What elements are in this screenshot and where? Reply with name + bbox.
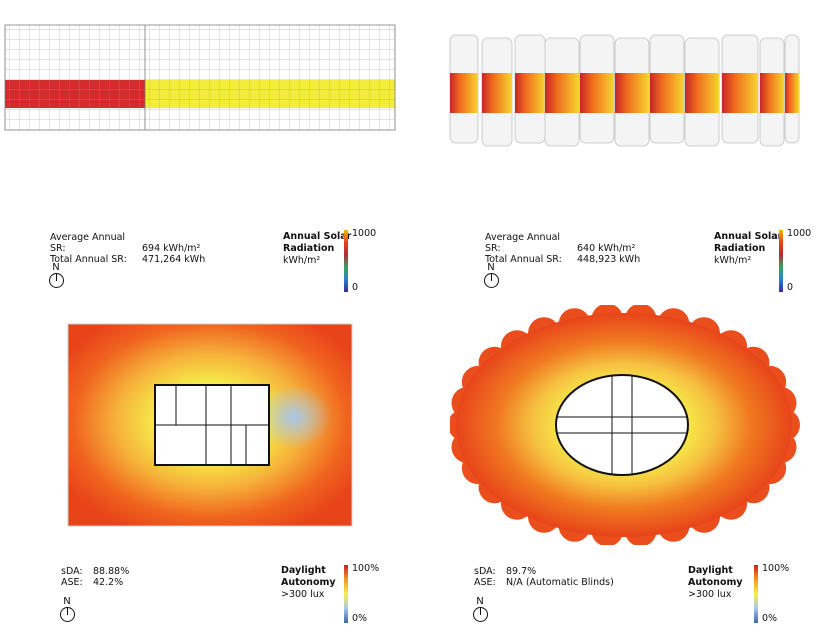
color-scale-bar [779,230,783,292]
legend-title-line: Annual Solar [283,231,352,242]
scale-min-label: 0 [787,282,794,293]
stat-label: sDA: [474,566,496,577]
legend-title-line: Daylight [281,565,326,576]
cylinder-column [579,34,615,144]
scale-min-label: 0 [352,282,359,293]
legend-title-line: Annual Solar [714,231,783,242]
legend-unit: >300 lux [688,589,732,600]
stat-label: ASE: [61,577,83,588]
stat-value: 42.2% [93,577,124,588]
cylinder-column [514,34,546,144]
color-scale-bar [754,565,758,623]
legend-unit: kWh/m² [714,255,752,266]
legend-unit: >300 lux [281,589,325,600]
cylinder-column [759,37,785,147]
legend-title-line: Autonomy [281,577,336,588]
rectangular-floor-daylight-map [67,323,353,527]
scale-max-label: 1000 [352,228,377,239]
cylindrical-building-solar-model [449,34,800,147]
cylinder-column [684,37,720,147]
north-arrow-icon: N [472,596,488,622]
scale-min-label: 0% [352,613,368,624]
rectangular-building-solar-model [4,24,396,131]
cylinder-column [784,34,800,144]
stat-value: 448,923 kWh [577,254,641,265]
cylinder-column [544,37,580,147]
stats-block: sDA: 89.7% ASE: N/A (Automatic Blinds) [474,566,614,588]
legend-title-line: Daylight [688,565,733,576]
stat-label: Average Annual SR: [50,232,126,254]
legend-title-line: Radiation [283,243,335,254]
cylinder-column [649,34,685,144]
stat-value: 471,264 kWh [142,254,206,265]
north-label: N [476,596,484,607]
stat-label: Average Annual SR: [485,232,561,254]
stats-block: Average Annual SR: 640 kWh/m² Total Annua… [485,232,640,265]
scale-max-label: 100% [762,563,790,574]
north-arrow-icon: N [48,262,64,288]
stat-value: 89.7% [506,566,537,577]
cylinder-column [481,37,513,147]
floor-plan-core [154,384,270,466]
scale-min-label: 0% [762,613,778,624]
stat-label: Total Annual SR: [485,254,562,265]
stat-value: N/A (Automatic Blinds) [506,577,614,588]
stat-label: Total Annual SR: [50,254,127,265]
scale-max-label: 100% [352,563,380,574]
cylinder-column [449,34,479,144]
stat-value: 88.88% [93,566,130,577]
north-label: N [63,596,71,607]
north-arrow-icon: N [483,262,499,288]
legend-unit: kWh/m² [283,255,321,266]
stat-value: 694 kWh/m² [142,243,201,254]
legend-title-line: Radiation [714,243,766,254]
stat-value: 640 kWh/m² [577,243,636,254]
scale-max-label: 1000 [787,228,812,239]
north-label: N [487,262,495,273]
stats-block: Average Annual SR: 694 kWh/m² Total Annua… [50,232,205,265]
elliptical-floor-daylight-map [450,305,800,545]
cylinder-column [721,34,759,144]
north-arrow-icon: N [59,596,75,622]
color-scale-bar [344,565,348,623]
stats-block: sDA: 88.88% ASE: 42.2% [61,566,129,588]
cylinder-column [614,37,650,147]
north-label: N [52,262,60,273]
legend-title-line: Autonomy [688,577,743,588]
stat-label: ASE: [474,577,496,588]
color-scale-bar [344,230,348,292]
stat-label: sDA: [61,566,83,577]
